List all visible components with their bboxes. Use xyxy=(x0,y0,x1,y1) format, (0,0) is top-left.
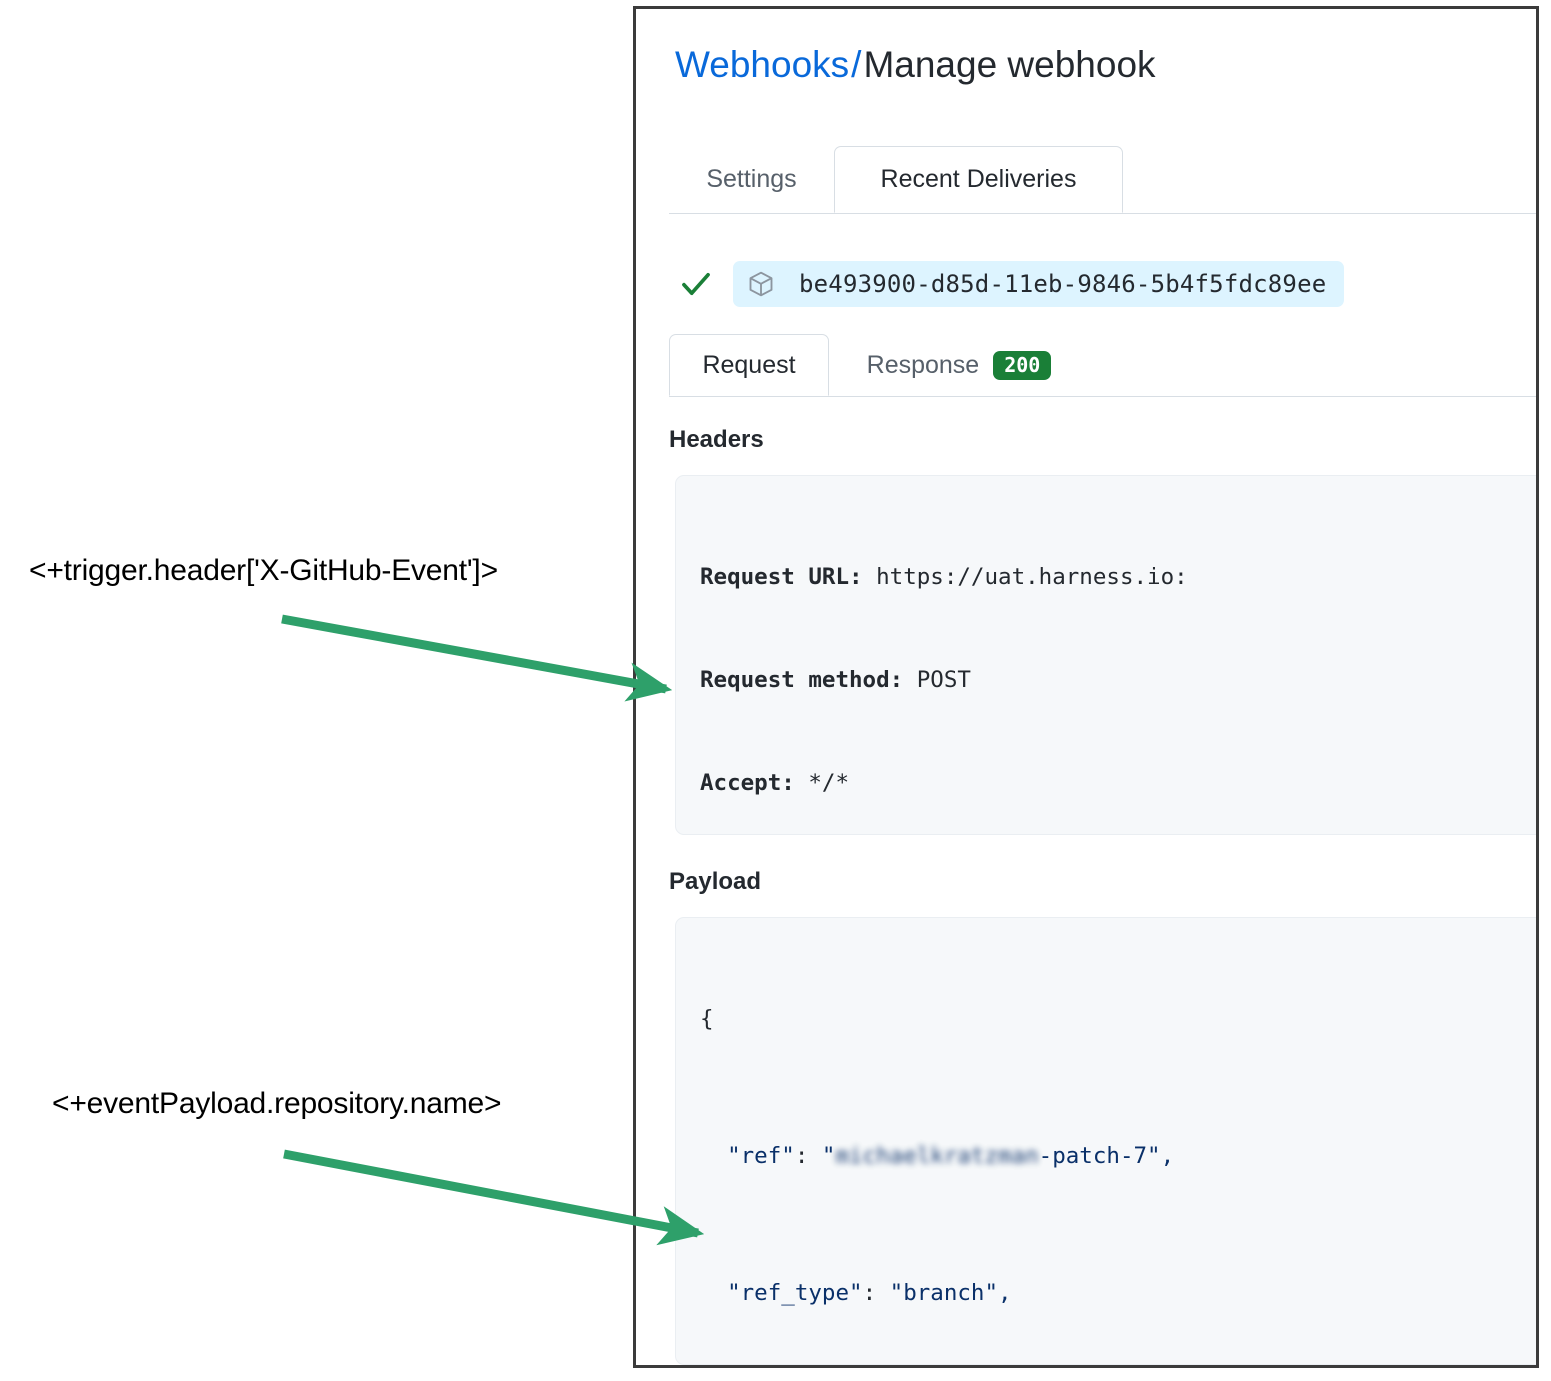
primary-tab-bar: Settings Recent Deliveries xyxy=(669,146,1536,214)
tab-request[interactable]: Request xyxy=(669,334,829,396)
annotation-trigger-header-expression: <+trigger.header['X-GitHub-Event']> xyxy=(29,554,498,587)
breadcrumb-link-webhooks[interactable]: Webhooks xyxy=(675,44,850,85)
header-value: */* xyxy=(808,769,850,796)
check-icon xyxy=(679,267,713,301)
json-value-suffix: -patch-7", xyxy=(1038,1143,1175,1170)
header-value: https://uat.harness.io: xyxy=(876,564,1188,591)
payload-heading: Payload xyxy=(669,868,762,895)
header-key: Accept: xyxy=(700,769,795,796)
panel-content: Webhooks/Manage webhook Settings Recent … xyxy=(636,9,1536,1365)
tab-request-label: Request xyxy=(702,350,796,379)
package-icon xyxy=(747,270,775,298)
breadcrumb-separator: / xyxy=(851,44,862,85)
headers-code-block: Request URL: https://uat.harness.io: Req… xyxy=(675,475,1536,835)
header-row: Request URL: https://uat.harness.io: xyxy=(700,560,1534,594)
breadcrumb-current: Manage webhook xyxy=(863,44,1156,85)
json-key: "ref_type" xyxy=(727,1280,863,1307)
delivery-id-chip[interactable]: be493900-d85d-11eb-9846-5b4f5fdc89ee xyxy=(733,261,1345,307)
json-brace: { xyxy=(700,1006,714,1033)
tab-response[interactable]: Response 200 xyxy=(829,334,1089,396)
header-row: Request method: POST xyxy=(700,663,1534,697)
delivery-row[interactable]: be493900-d85d-11eb-9846-5b4f5fdc89ee xyxy=(669,259,1345,309)
header-key: Request URL: xyxy=(700,564,863,591)
tab-settings-label: Settings xyxy=(706,165,797,193)
tab-settings[interactable]: Settings xyxy=(669,146,834,213)
tab-recent-deliveries-label: Recent Deliveries xyxy=(880,165,1077,193)
payload-line: { xyxy=(700,1002,1534,1036)
header-value: POST xyxy=(916,667,971,694)
payload-code-block: { "ref": "michaelkratzman-patch-7", "ref… xyxy=(675,917,1536,1365)
secondary-tab-bar: Request Response 200 xyxy=(669,334,1536,397)
manage-webhook-panel: Webhooks/Manage webhook Settings Recent … xyxy=(633,6,1539,1368)
annotation-event-payload-expression: <+eventPayload.repository.name> xyxy=(52,1087,502,1120)
tab-recent-deliveries[interactable]: Recent Deliveries xyxy=(834,146,1123,213)
header-key: Request method: xyxy=(700,667,904,694)
payload-line: "ref": "michaelkratzman-patch-7", xyxy=(700,1139,1534,1173)
json-value: "branch", xyxy=(889,1280,1012,1307)
tab-response-label: Response xyxy=(866,350,980,379)
header-row: Accept: */* xyxy=(700,766,1534,800)
redacted-username: michaelkratzman xyxy=(835,1143,1039,1170)
json-value-prefix: " xyxy=(821,1143,836,1170)
annotation-arrow-header xyxy=(281,614,673,702)
page-title: Webhooks/Manage webhook xyxy=(675,44,1156,86)
headers-heading: Headers xyxy=(669,426,764,453)
status-badge: 200 xyxy=(993,350,1052,380)
payload-line: "ref_type": "branch", xyxy=(727,1280,1012,1307)
json-key: "ref" xyxy=(727,1143,795,1170)
delivery-guid: be493900-d85d-11eb-9846-5b4f5fdc89ee xyxy=(799,270,1327,298)
